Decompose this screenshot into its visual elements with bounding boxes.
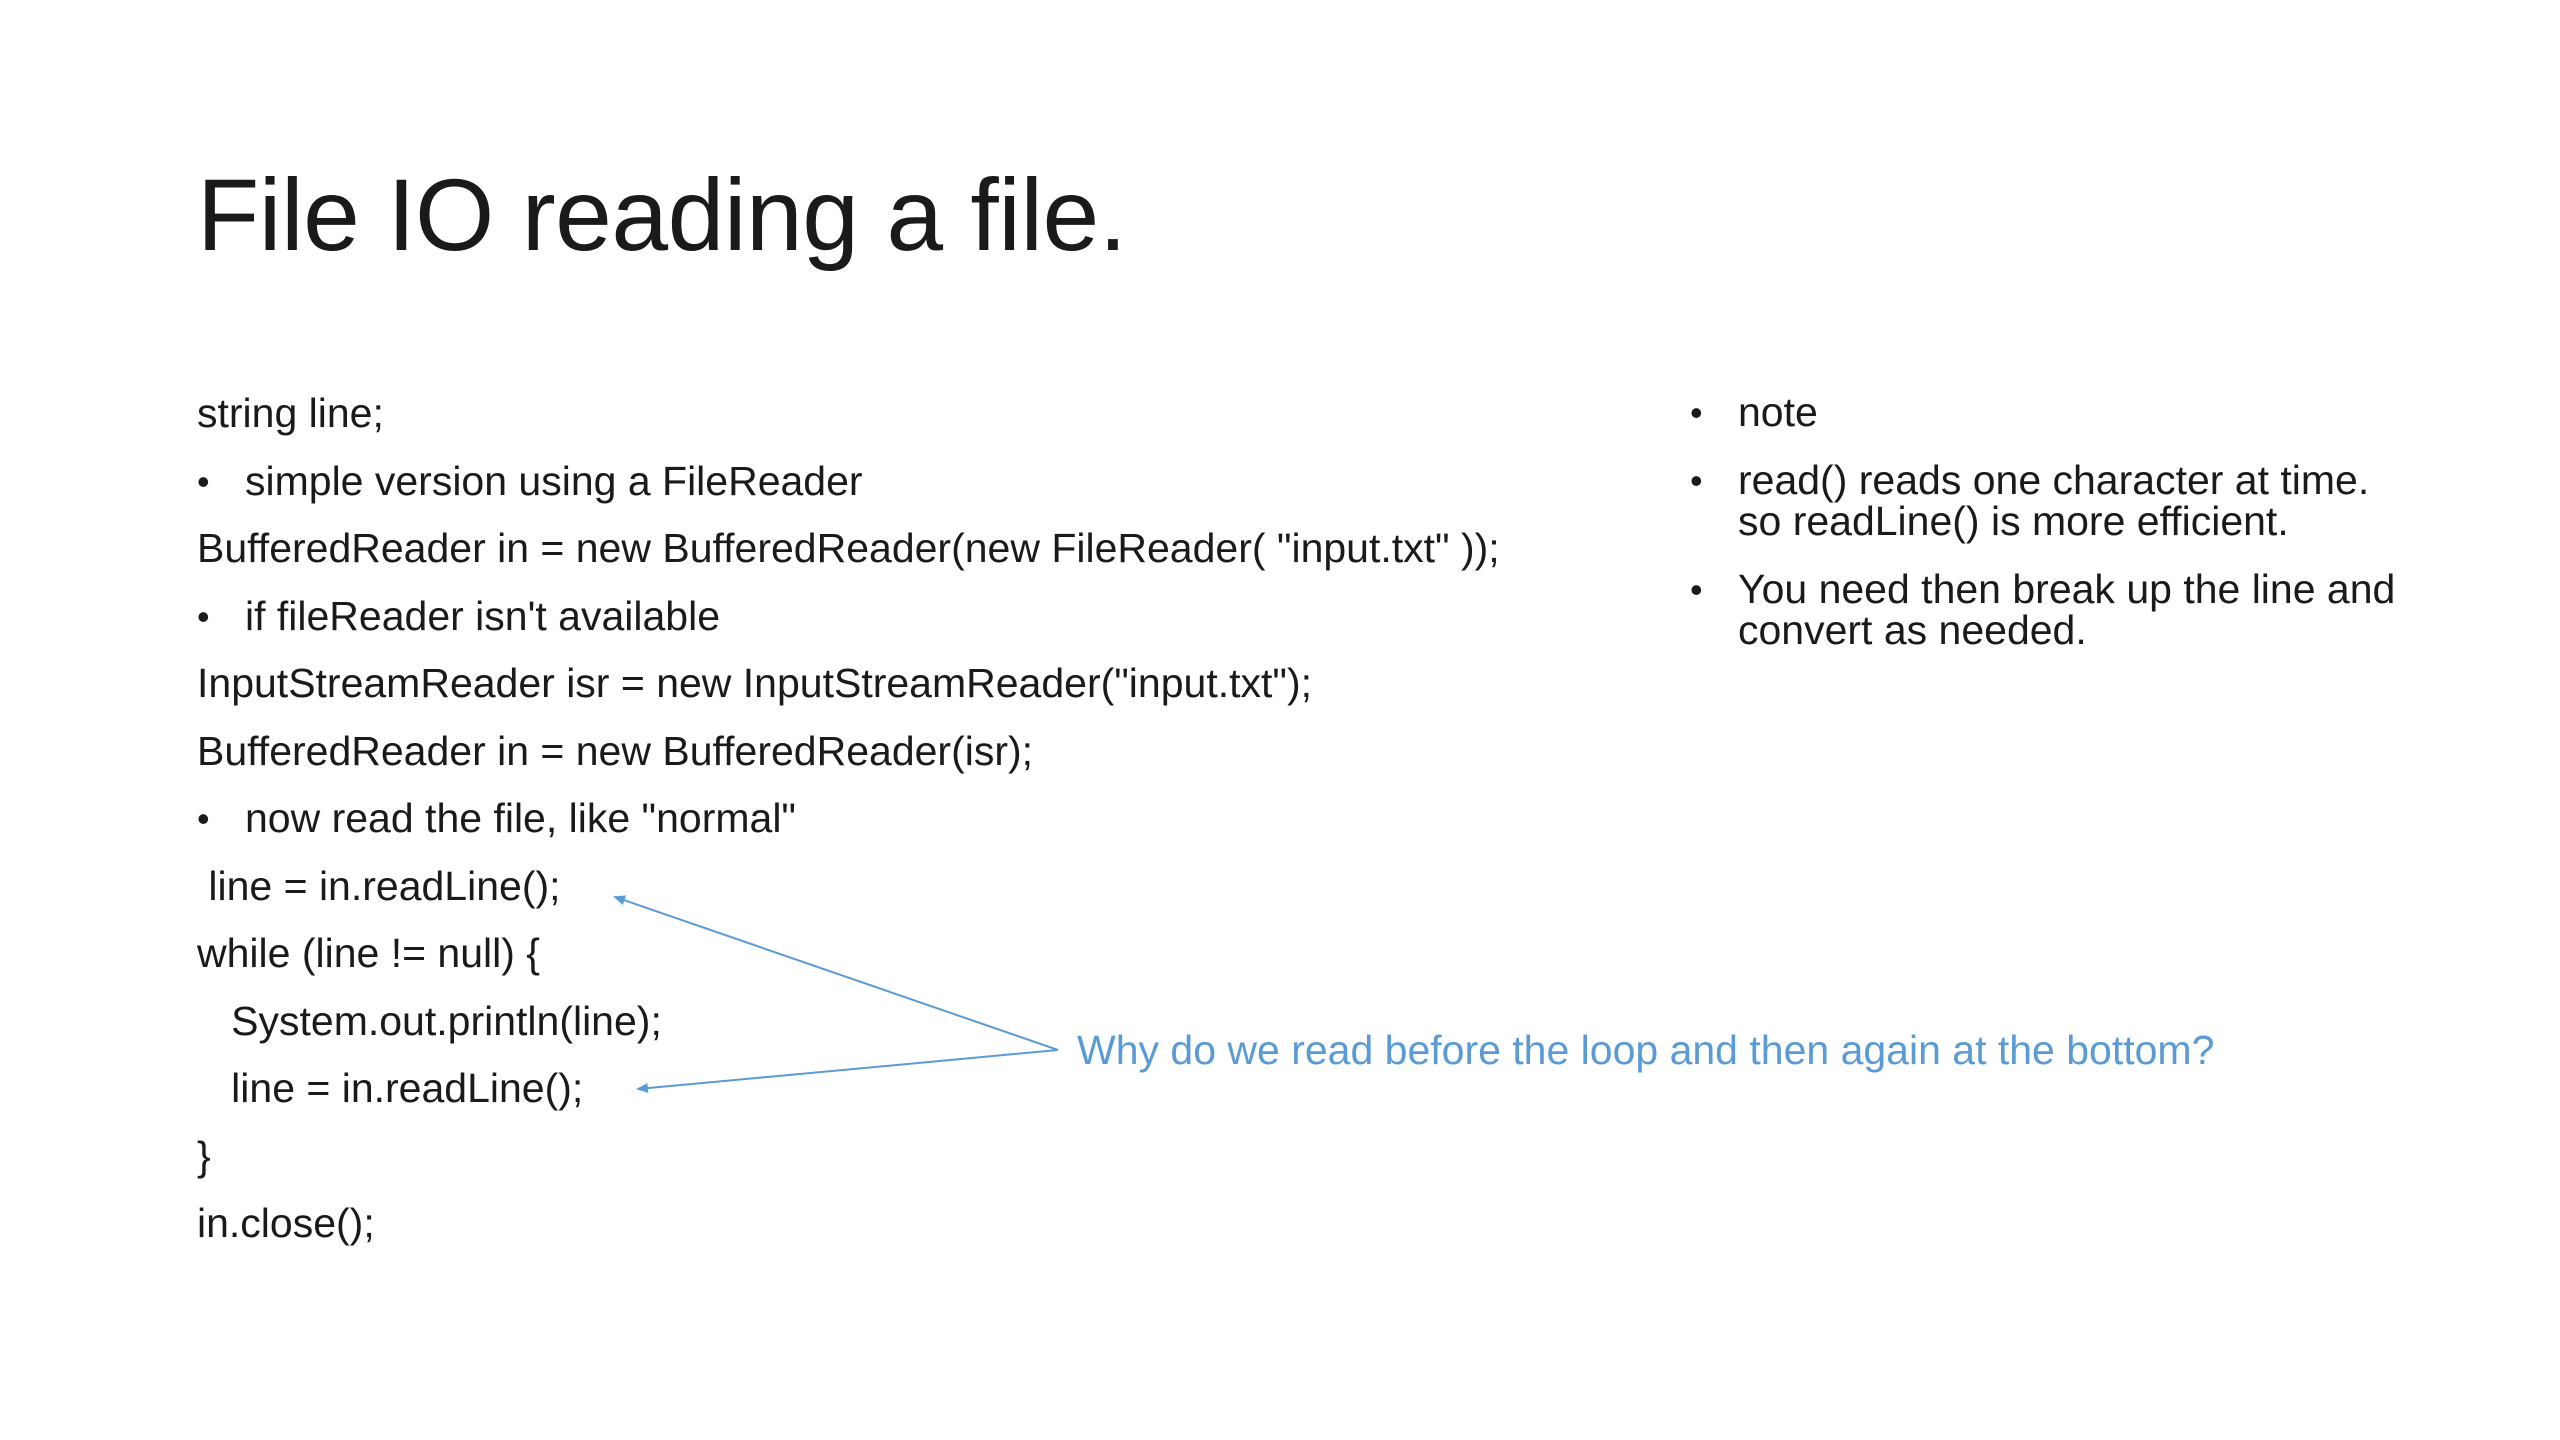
code-line-first-readline: line = in.readLine(); bbox=[197, 862, 561, 909]
question-callout: Why do we read before the loop and then … bbox=[1077, 1027, 2215, 1073]
code-line: } bbox=[197, 1132, 211, 1179]
bullet-item: now read the file, like "normal" bbox=[197, 785, 1677, 853]
note-item: note bbox=[1690, 392, 2410, 434]
code-line: BufferedReader in = new BufferedReader(n… bbox=[197, 525, 1500, 571]
note-item: read() reads one character at time. so r… bbox=[1690, 460, 2410, 542]
code-line: System.out.println(line); bbox=[197, 997, 662, 1044]
code-line: in.close(); bbox=[197, 1200, 375, 1246]
code-line-loop-readline: line = in.readLine(); bbox=[197, 1065, 584, 1111]
code-line: while (line != null) { bbox=[197, 930, 540, 976]
notes-column: note read() reads one character at time.… bbox=[1690, 380, 2410, 678]
code-line: InputStreamReader isr = new InputStreamR… bbox=[197, 660, 1312, 706]
code-column: string line; simple version using a File… bbox=[197, 380, 1677, 1258]
note-item: You need then break up the line and conv… bbox=[1690, 569, 2410, 651]
bullet-item: simple version using a FileReader bbox=[197, 448, 1677, 516]
code-line: BufferedReader in = new BufferedReader(i… bbox=[197, 727, 1034, 774]
bullet-item: if fileReader isn't available bbox=[197, 583, 1677, 651]
slide-title: File IO reading a file. bbox=[197, 158, 1127, 272]
code-line: string line; bbox=[197, 390, 384, 436]
